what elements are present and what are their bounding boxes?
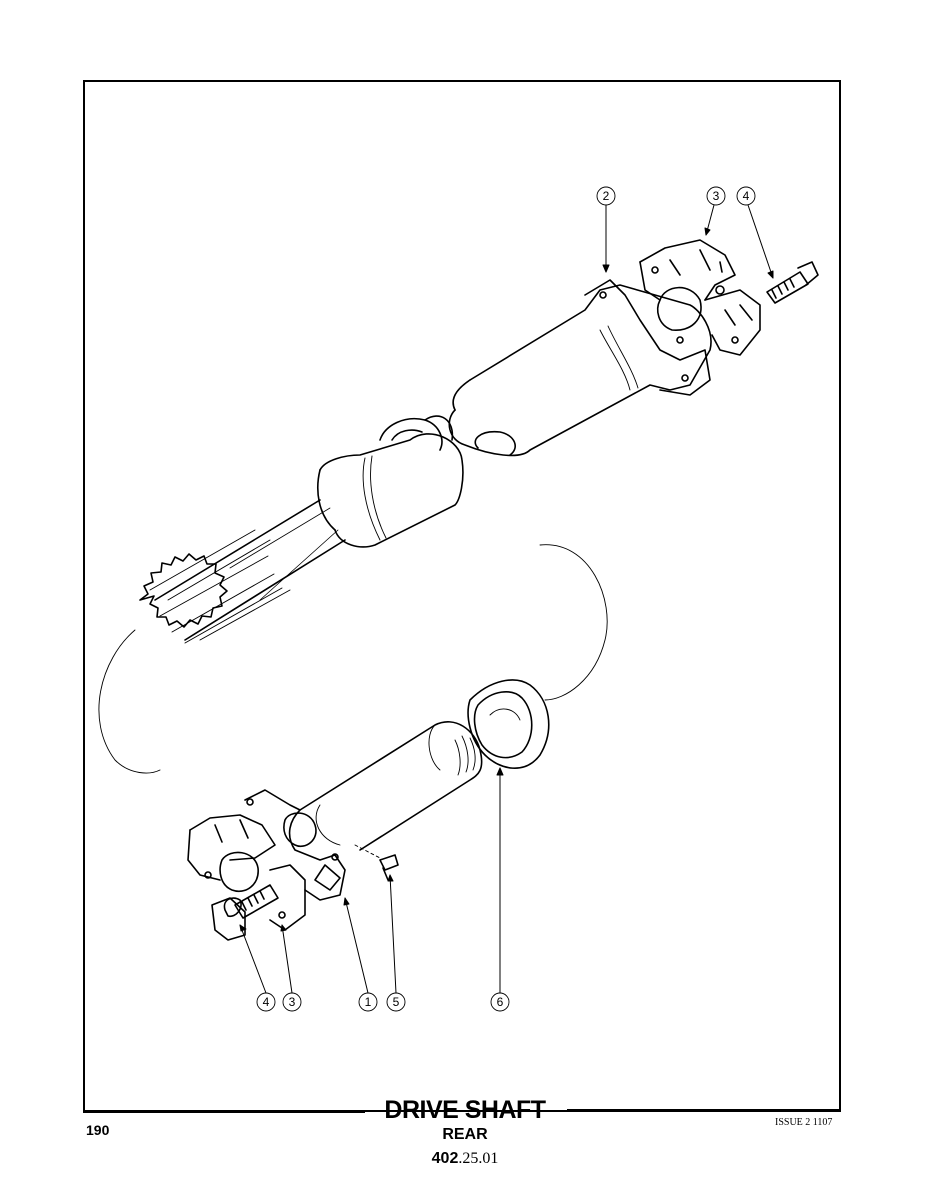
upper-universal-joint-drawing: [639, 239, 761, 356]
callout-2-top: 2: [603, 189, 610, 203]
drawing-frame: [83, 80, 841, 1112]
title-rule-right: [567, 1109, 841, 1111]
callout-6: 6: [497, 995, 504, 1009]
leader-lines: [239, 204, 774, 994]
page-number: 190: [86, 1122, 110, 1138]
callout-circles: [256, 186, 756, 1012]
dust-cover-drawing: [467, 679, 550, 769]
reference-number: 402.25.01: [364, 1150, 566, 1168]
title-rule-left: [83, 1111, 365, 1113]
reference-suffix: .25.01: [458, 1150, 499, 1167]
page-title: DRIVE SHAFT: [384, 1096, 546, 1124]
callout-5: 5: [393, 995, 400, 1009]
grease-nipple-drawing: [354, 844, 399, 881]
callout-3-top: 3: [713, 189, 720, 203]
callout-1: 1: [365, 995, 372, 1009]
issue-label: ISSUE 2 1107: [775, 1117, 833, 1128]
splined-shaft-drawing: [139, 415, 464, 644]
lower-bolt-drawing: [223, 884, 279, 919]
assembly-guide-lines: [98, 544, 608, 774]
upper-tube-drawing: [448, 279, 712, 457]
reference-prefix: 402: [431, 1150, 459, 1167]
upper-bolt-drawing: [766, 261, 819, 304]
callout-4-top: 4: [743, 189, 750, 203]
lower-tube-drawing: [244, 721, 483, 901]
page-subtitle: REAR: [442, 1126, 488, 1143]
callout-4-bottom: 4: [263, 995, 270, 1009]
callout-3-bottom: 3: [289, 995, 296, 1009]
lower-universal-joint-drawing: [187, 814, 306, 941]
